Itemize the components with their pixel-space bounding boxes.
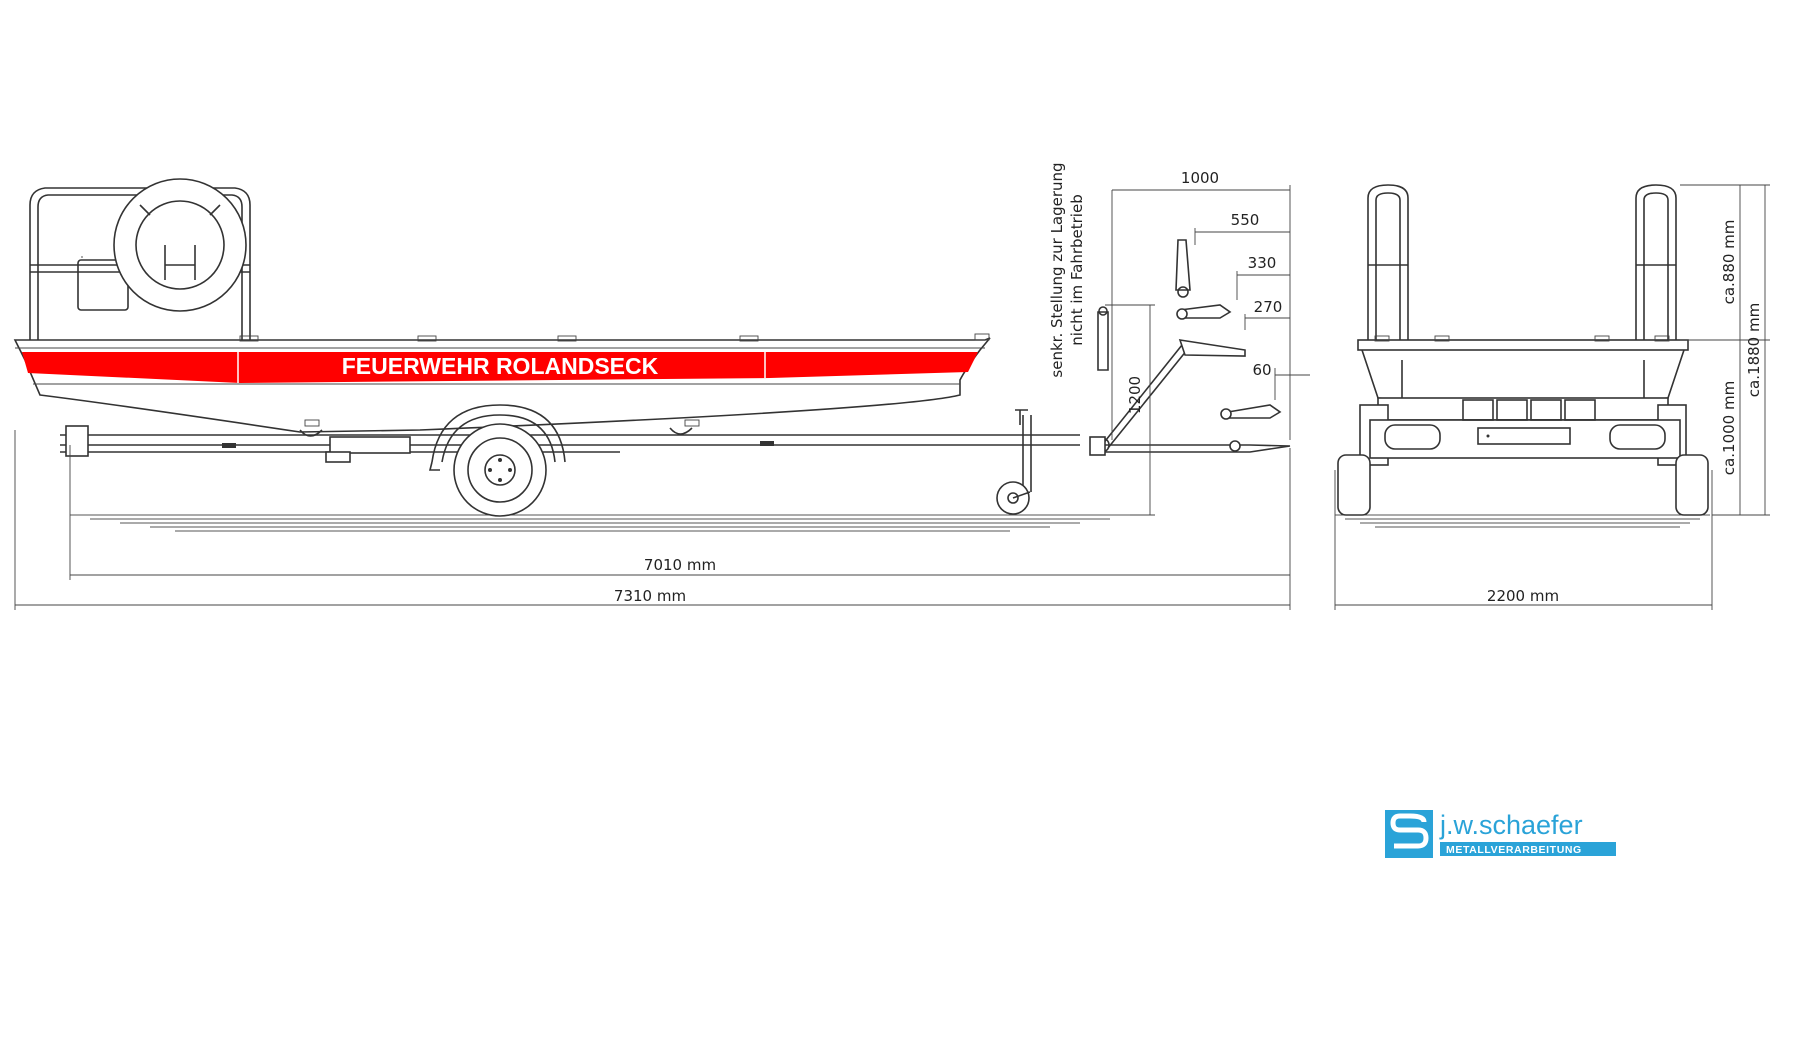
dim-550: 550 — [1231, 211, 1260, 229]
dim-1000: 1000 — [1181, 169, 1219, 187]
dimensions-side: 7010 mm 7310 mm 1000 550 330 270 — [14, 169, 1310, 610]
dim-height-1000: ca.1000 mm — [1720, 381, 1738, 475]
annotation-line2: nicht im Fahrbetrieb — [1068, 194, 1086, 345]
dim-1200: 1200 — [1126, 376, 1144, 414]
storage-annotation: senkr. Stellung zur Lagerung nicht im Fa… — [1048, 162, 1086, 377]
rear-chassis — [1359, 397, 1687, 466]
ground-line-rear — [1335, 514, 1710, 528]
dim-length-inner: 7010 mm — [644, 556, 716, 574]
hull-label: FEUERWEHR ROLANDSECK — [342, 353, 659, 379]
lifebuoy — [113, 178, 247, 312]
rear-view: 2200 mm ca.880 mm ca.1000 mm ca.1880 mm — [1334, 184, 1770, 610]
logo-name: j.w.schaefer — [1439, 810, 1583, 840]
rear-wheels — [1337, 454, 1709, 516]
boat-hull: FEUERWEHR ROLANDSECK — [13, 333, 991, 433]
dim-height-1880: ca.1880 mm — [1745, 303, 1763, 397]
trailer-chassis — [60, 404, 1080, 471]
rear-hull — [1357, 335, 1689, 401]
rear-railing — [1367, 184, 1677, 340]
side-view: FEUERWEHR ROLANDSECK — [13, 162, 1310, 610]
trailer-wheel — [453, 423, 547, 517]
annotation-line1: senkr. Stellung zur Lagerung — [1048, 162, 1066, 377]
logo-subtitle: METALLVERARBEITUNG — [1446, 844, 1582, 856]
dim-height-880: ca.880 mm — [1720, 220, 1738, 305]
dim-60: 60 — [1252, 361, 1271, 379]
dimensions-rear: 2200 mm ca.880 mm ca.1000 mm ca.1880 mm — [1334, 184, 1770, 610]
ground-line-side — [70, 514, 1130, 532]
dim-width-total: 2200 mm — [1487, 587, 1559, 605]
drawbar-hitch — [1089, 239, 1291, 456]
jockey-wheel — [996, 409, 1032, 515]
dim-330: 330 — [1248, 254, 1277, 272]
hull-stripe — [22, 352, 978, 383]
dim-270: 270 — [1254, 298, 1283, 316]
dim-length-total: 7310 mm — [614, 587, 686, 605]
company-logo: j.w.schaefer METALLVERARBEITUNG — [1385, 810, 1616, 858]
